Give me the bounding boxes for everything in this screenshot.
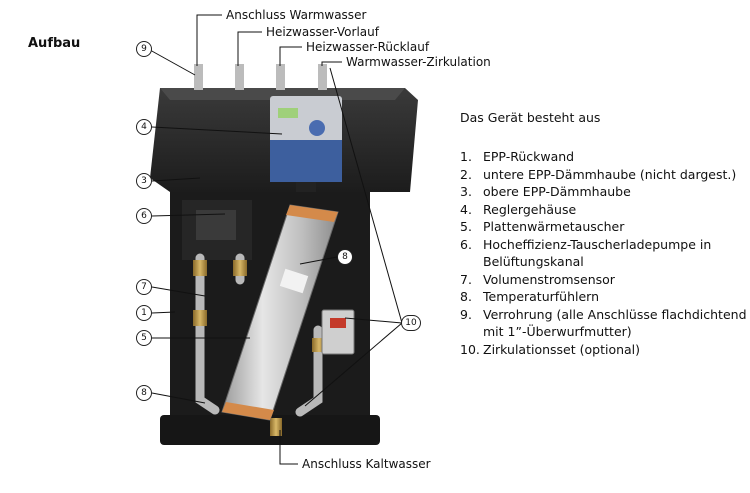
callout-7: 7 bbox=[136, 279, 152, 295]
list-item: 2.untere EPP-Dämmhaube (nicht dargest.) bbox=[460, 166, 737, 182]
callout-5: 5 bbox=[136, 330, 152, 346]
component-list: 1.EPP-Rückwand 2.untere EPP-Dämmhaube (n… bbox=[460, 148, 750, 358]
callout-4: 4 bbox=[136, 119, 152, 135]
label-hot-water: Anschluss Warmwasser bbox=[226, 8, 367, 22]
plate-heat-exchanger bbox=[221, 204, 339, 421]
list-item: 9.Verrohrung (alle Anschlüsse flachdicht… bbox=[460, 306, 747, 340]
list-item: 8.Temperaturfühlern bbox=[460, 289, 600, 304]
label-cold-water: Anschluss Kaltwasser bbox=[302, 457, 431, 471]
callout-3: 3 bbox=[136, 173, 152, 189]
callout-10: 10 bbox=[401, 315, 421, 331]
list-item: 1.EPP-Rückwand bbox=[460, 149, 575, 164]
page-title: Aufbau bbox=[28, 36, 81, 51]
label-heating-return: Heizwasser-Rücklauf bbox=[306, 40, 430, 54]
controller-housing bbox=[270, 96, 342, 192]
leader-lines bbox=[149, 14, 403, 465]
callout-8-bottom: 8 bbox=[136, 385, 152, 401]
callout-9: 9 bbox=[136, 41, 152, 57]
list-item: 5.Plattenwärmetauscher bbox=[460, 219, 625, 234]
label-circulation: Warmwasser-Zirkulation bbox=[346, 55, 491, 69]
piping bbox=[193, 64, 327, 436]
list-item: 7.Volumenstromsensor bbox=[460, 271, 615, 287]
callout-6: 6 bbox=[136, 208, 152, 224]
list-item: 10.Zirkulationsset (optional) bbox=[460, 341, 641, 357]
callout-1: 1 bbox=[136, 305, 152, 321]
pump-channel bbox=[182, 200, 252, 260]
list-item: 3.obere EPP-Dämmhaube bbox=[460, 184, 631, 199]
list-item: 6.Hocheffizienz-Tauscherladepumpe in Bel… bbox=[460, 236, 712, 270]
circulation-set bbox=[321, 309, 355, 355]
label-heating-flow: Heizwasser-Vorlauf bbox=[266, 25, 379, 39]
list-item: 4.Reglergehäuse bbox=[460, 201, 577, 217]
list-intro: Das Gerät besteht aus bbox=[460, 110, 601, 125]
callout-8-top: 8 bbox=[337, 249, 353, 265]
